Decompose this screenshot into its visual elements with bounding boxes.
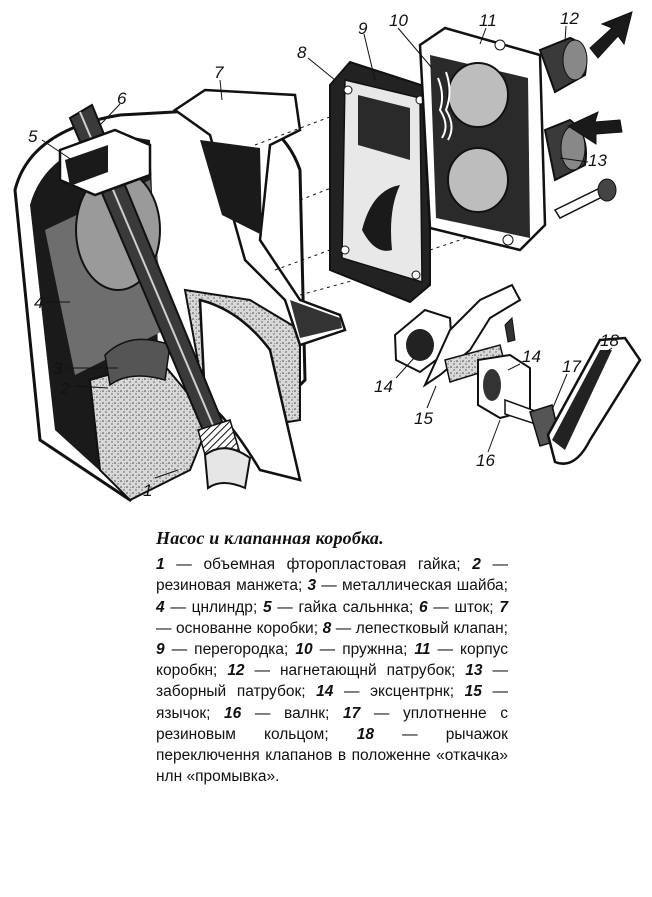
valve-box-body [418, 26, 547, 252]
caption-title: Насос и клапанная коробка. [156, 528, 384, 548]
callout-7: 7 [214, 63, 224, 82]
exploded-pump-drawing: 1 2 3 4 5 6 7 8 9 10 11 12 13 14 14 15 1… [13, 9, 642, 503]
callout-numbers: 1 2 3 4 5 6 7 8 9 10 11 12 13 14 14 15 1… [28, 9, 619, 500]
callout-3: 3 [53, 359, 63, 378]
legend-text: лепестковый клапан [355, 619, 504, 637]
legend-text: металлическая шайба [341, 577, 504, 595]
legend-number: 1 [156, 556, 165, 574]
legend-text: гайка сальннка [298, 598, 409, 616]
legend-text: рычажок переключення клапанов в положенн… [156, 725, 508, 786]
legend-number: 7 [499, 598, 508, 616]
legend-text: корпус коробкн [156, 641, 508, 680]
switch-lever-assembly [393, 283, 642, 465]
callout-5: 5 [28, 127, 38, 146]
callout-11: 11 [479, 11, 497, 30]
gland-nut [58, 128, 152, 197]
legend-number: 17 [343, 704, 361, 722]
mounting-screw [553, 178, 617, 219]
legend-text: пружнна [342, 641, 404, 659]
callout-12: 12 [560, 9, 579, 28]
legend-text: объемная фторопластовая гайка [203, 556, 457, 574]
callout-14-left: 14 [374, 377, 393, 396]
legend-number: 14 [316, 683, 334, 701]
legend-number: 5 [262, 598, 272, 616]
legend-number: 2 [472, 556, 481, 574]
flow-arrows [566, 11, 633, 145]
legend-text: перегородка [194, 641, 285, 659]
callout-10: 10 [389, 11, 408, 30]
legend-text: язычок [156, 704, 207, 722]
legend-number: 8 [322, 619, 332, 637]
callout-13: 13 [588, 151, 607, 170]
callout-8: 8 [297, 43, 307, 62]
callout-15: 15 [414, 409, 433, 428]
legend-number: 11 [414, 641, 431, 659]
valve-box-base [172, 88, 347, 347]
legend-text: валнк [284, 704, 326, 722]
legend-text: эксцентрнк [370, 683, 450, 701]
caption-legend: 1 — объемная фторопластовая гайка; 2 — р… [156, 556, 508, 786]
callout-6: 6 [117, 89, 127, 108]
callout-16: 16 [476, 451, 495, 470]
legend-text: шток [454, 598, 490, 616]
legend-number: 9 [156, 641, 165, 659]
callout-17: 17 [562, 357, 581, 376]
callout-18: 18 [600, 331, 619, 350]
petal-valve-plate [329, 60, 431, 304]
callout-9: 9 [358, 19, 368, 38]
legend-number: 3 [307, 577, 317, 595]
callout-4: 4 [34, 293, 43, 312]
legend-text: заборный патрубок [156, 683, 302, 701]
legend-number: 6 [418, 598, 428, 616]
legend-number: 10 [295, 641, 313, 659]
callout-14-right: 14 [522, 347, 541, 366]
legend-text: нагнетающнй патрубок [279, 662, 452, 680]
legend-number: 18 [356, 725, 374, 743]
legend-text: цнлиндр [191, 598, 253, 616]
legend-number: 15 [464, 683, 482, 701]
figure-caption: Насос и клапанная коробка. 1 — объемная … [156, 528, 508, 787]
legend-text: основанне коробки [176, 619, 314, 637]
leader-lines [41, 25, 613, 479]
legend-number: 12 [227, 662, 245, 680]
inflow-arrow-icon [566, 111, 623, 145]
legend-number: 13 [465, 662, 483, 680]
legend-number: 4 [156, 598, 165, 616]
legend-text: уплотненне с резиновым кольцом [156, 704, 508, 743]
callout-2: 2 [59, 379, 70, 398]
outflow-arrow-icon [589, 11, 633, 59]
legend-text: резиновая манжета [156, 577, 298, 595]
legend-number: 16 [224, 704, 242, 722]
piston-rod [68, 103, 252, 490]
callout-1: 1 [143, 481, 152, 500]
